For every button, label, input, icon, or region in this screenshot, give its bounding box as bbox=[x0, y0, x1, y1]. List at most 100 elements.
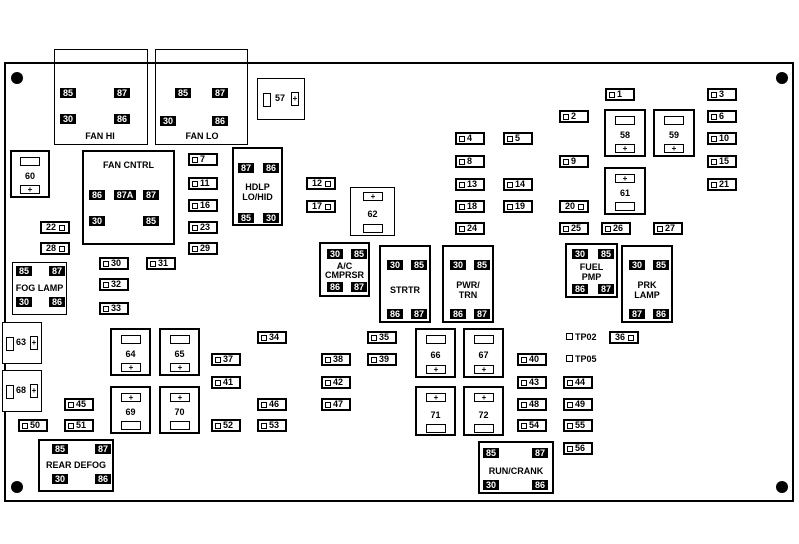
fuse-20[interactable]: 20 bbox=[559, 200, 589, 213]
fuse-1[interactable]: 1 bbox=[605, 88, 635, 101]
fuse-44[interactable]: 44 bbox=[563, 376, 593, 389]
fuse-30[interactable]: 30 bbox=[99, 257, 129, 270]
fuse-39[interactable]: 39 bbox=[367, 353, 397, 366]
fuse-48[interactable]: 48 bbox=[517, 398, 547, 411]
fuse-42[interactable]: 42 bbox=[321, 376, 351, 389]
fuse-53[interactable]: 53 bbox=[257, 419, 287, 432]
maxi-fuse-63[interactable]: 63 + bbox=[2, 322, 42, 364]
fuse-49[interactable]: 49 bbox=[563, 398, 593, 411]
fuse-55[interactable]: 55 bbox=[563, 419, 593, 432]
test-point-tp05[interactable]: TP05 bbox=[566, 354, 597, 364]
fuse-56[interactable]: 56 bbox=[563, 442, 593, 455]
fuse-34[interactable]: 34 bbox=[257, 331, 287, 344]
fuse-slot bbox=[121, 335, 141, 344]
fuse-slot bbox=[628, 335, 634, 341]
fuse-4[interactable]: 4 bbox=[455, 132, 485, 145]
fuse-51[interactable]: 51 bbox=[64, 419, 94, 432]
fuse-16[interactable]: 16 bbox=[188, 199, 218, 212]
fuse-46[interactable]: 46 bbox=[257, 398, 287, 411]
fuse-43[interactable]: 43 bbox=[517, 376, 547, 389]
fuse-12[interactable]: 12 bbox=[306, 177, 336, 190]
fuse-14[interactable]: 14 bbox=[503, 178, 533, 191]
terminal-label: 87A bbox=[114, 190, 136, 200]
maxi-fuse-68[interactable]: 68 + bbox=[2, 370, 42, 412]
fuse-8[interactable]: 8 bbox=[455, 155, 485, 168]
fuse-11[interactable]: 11 bbox=[188, 177, 218, 190]
fan-control-relay[interactable]: FAN CNTRL 86 87A 87 30 85 bbox=[82, 150, 175, 245]
fuse-24[interactable]: 24 bbox=[455, 222, 485, 235]
fuse-slot bbox=[474, 335, 494, 344]
fuse-18[interactable]: 18 bbox=[455, 200, 485, 213]
fuse-13[interactable]: 13 bbox=[455, 178, 485, 191]
starter-relay[interactable]: 30 85 STRTR 86 87 bbox=[379, 245, 431, 323]
maxi-fuse-67[interactable]: 67 + bbox=[463, 328, 504, 378]
fuse-37[interactable]: 37 bbox=[211, 353, 241, 366]
fuse-slot bbox=[567, 423, 573, 429]
polarity-marker-icon: + bbox=[426, 365, 446, 374]
fuse-slot bbox=[567, 380, 573, 386]
maxi-fuse-65[interactable]: 65 + bbox=[159, 328, 200, 376]
fog-lamp-relay[interactable]: 85 87 FOG LAMP 30 86 bbox=[12, 262, 67, 315]
fuse-33[interactable]: 33 bbox=[99, 302, 129, 315]
fuel-pump-relay[interactable]: 30 85 FUEL PMP 86 87 bbox=[565, 243, 618, 298]
fuse-52[interactable]: 52 bbox=[211, 419, 241, 432]
maxi-fuse-64[interactable]: 64 + bbox=[110, 328, 151, 376]
maxi-fuse-60[interactable]: 60 + bbox=[10, 150, 50, 198]
fuse-9[interactable]: 9 bbox=[559, 155, 589, 168]
fuse-slot bbox=[371, 335, 377, 341]
maxi-fuse-72[interactable]: + 72 bbox=[463, 386, 504, 436]
maxi-fuse-70[interactable]: + 70 bbox=[159, 386, 200, 434]
fuse-35[interactable]: 35 bbox=[367, 331, 397, 344]
ac-compressor-relay[interactable]: 30 85 A/C CMPRSR 86 87 bbox=[319, 242, 370, 297]
fuse-41[interactable]: 41 bbox=[211, 376, 241, 389]
fuse-6[interactable]: 6 bbox=[707, 110, 737, 123]
fuse-36[interactable]: 36 bbox=[609, 331, 639, 344]
fuse-7[interactable]: 7 bbox=[188, 153, 218, 166]
headlamp-relay[interactable]: 87 86 HDLP LO/HID 85 30 bbox=[232, 147, 283, 226]
maxi-fuse-62[interactable]: + 62 bbox=[350, 187, 395, 236]
run-crank-relay[interactable]: 85 87 RUN/CRANK 30 86 bbox=[478, 441, 554, 494]
fuse-22[interactable]: 22 bbox=[40, 221, 70, 234]
fuse-45[interactable]: 45 bbox=[64, 398, 94, 411]
fuse-23[interactable]: 23 bbox=[188, 221, 218, 234]
relay-name: FAN CNTRL bbox=[103, 160, 154, 170]
fuse-31[interactable]: 31 bbox=[146, 257, 176, 270]
fuse-10[interactable]: 10 bbox=[707, 132, 737, 145]
fuse-15[interactable]: 15 bbox=[707, 155, 737, 168]
fuse-5[interactable]: 5 bbox=[503, 132, 533, 145]
terminal-label: 86 bbox=[387, 309, 403, 319]
maxi-fuse-71[interactable]: + 71 bbox=[415, 386, 456, 436]
fuse-19[interactable]: 19 bbox=[503, 200, 533, 213]
terminal-label: 87 bbox=[114, 88, 130, 98]
test-point-tp02[interactable]: TP02 bbox=[566, 332, 597, 342]
relay-name: FAN LO bbox=[185, 131, 219, 141]
fuse-slot bbox=[521, 423, 527, 429]
fuse-number: 68 bbox=[15, 385, 26, 395]
fuse-21[interactable]: 21 bbox=[707, 178, 737, 191]
maxi-fuse-57[interactable]: 57 + bbox=[257, 78, 305, 120]
fuse-17[interactable]: 17 bbox=[306, 200, 336, 213]
maxi-fuse-58[interactable]: 58 + bbox=[604, 109, 646, 157]
fuse-28[interactable]: 28 bbox=[40, 242, 70, 255]
fuse-29[interactable]: 29 bbox=[188, 242, 218, 255]
fuse-38[interactable]: 38 bbox=[321, 353, 351, 366]
fuse-27[interactable]: 27 bbox=[653, 222, 683, 235]
fuse-25[interactable]: 25 bbox=[559, 222, 589, 235]
fuse-40[interactable]: 40 bbox=[517, 353, 547, 366]
fuse-47[interactable]: 47 bbox=[321, 398, 351, 411]
maxi-fuse-59[interactable]: 59 + bbox=[653, 109, 695, 157]
fuse-2[interactable]: 2 bbox=[559, 110, 589, 123]
fuse-50[interactable]: 50 bbox=[18, 419, 48, 432]
fuse-3[interactable]: 3 bbox=[707, 88, 737, 101]
power-train-relay[interactable]: 30 85 PWR/ TRN 86 87 bbox=[442, 245, 494, 323]
fuse-32[interactable]: 32 bbox=[99, 278, 129, 291]
park-lamp-relay[interactable]: 30 85 PRK LAMP 87 86 bbox=[621, 245, 673, 323]
fuse-slot bbox=[459, 159, 465, 165]
maxi-fuse-66[interactable]: 66 + bbox=[415, 328, 456, 378]
fuse-54[interactable]: 54 bbox=[517, 419, 547, 432]
maxi-fuse-69[interactable]: + 69 bbox=[110, 386, 151, 434]
fuse-number: 18 bbox=[467, 201, 478, 211]
rear-defog-relay[interactable]: 85 87 REAR DEFOG 30 86 bbox=[38, 439, 114, 492]
fuse-26[interactable]: 26 bbox=[601, 222, 631, 235]
maxi-fuse-61[interactable]: + 61 bbox=[604, 167, 646, 215]
